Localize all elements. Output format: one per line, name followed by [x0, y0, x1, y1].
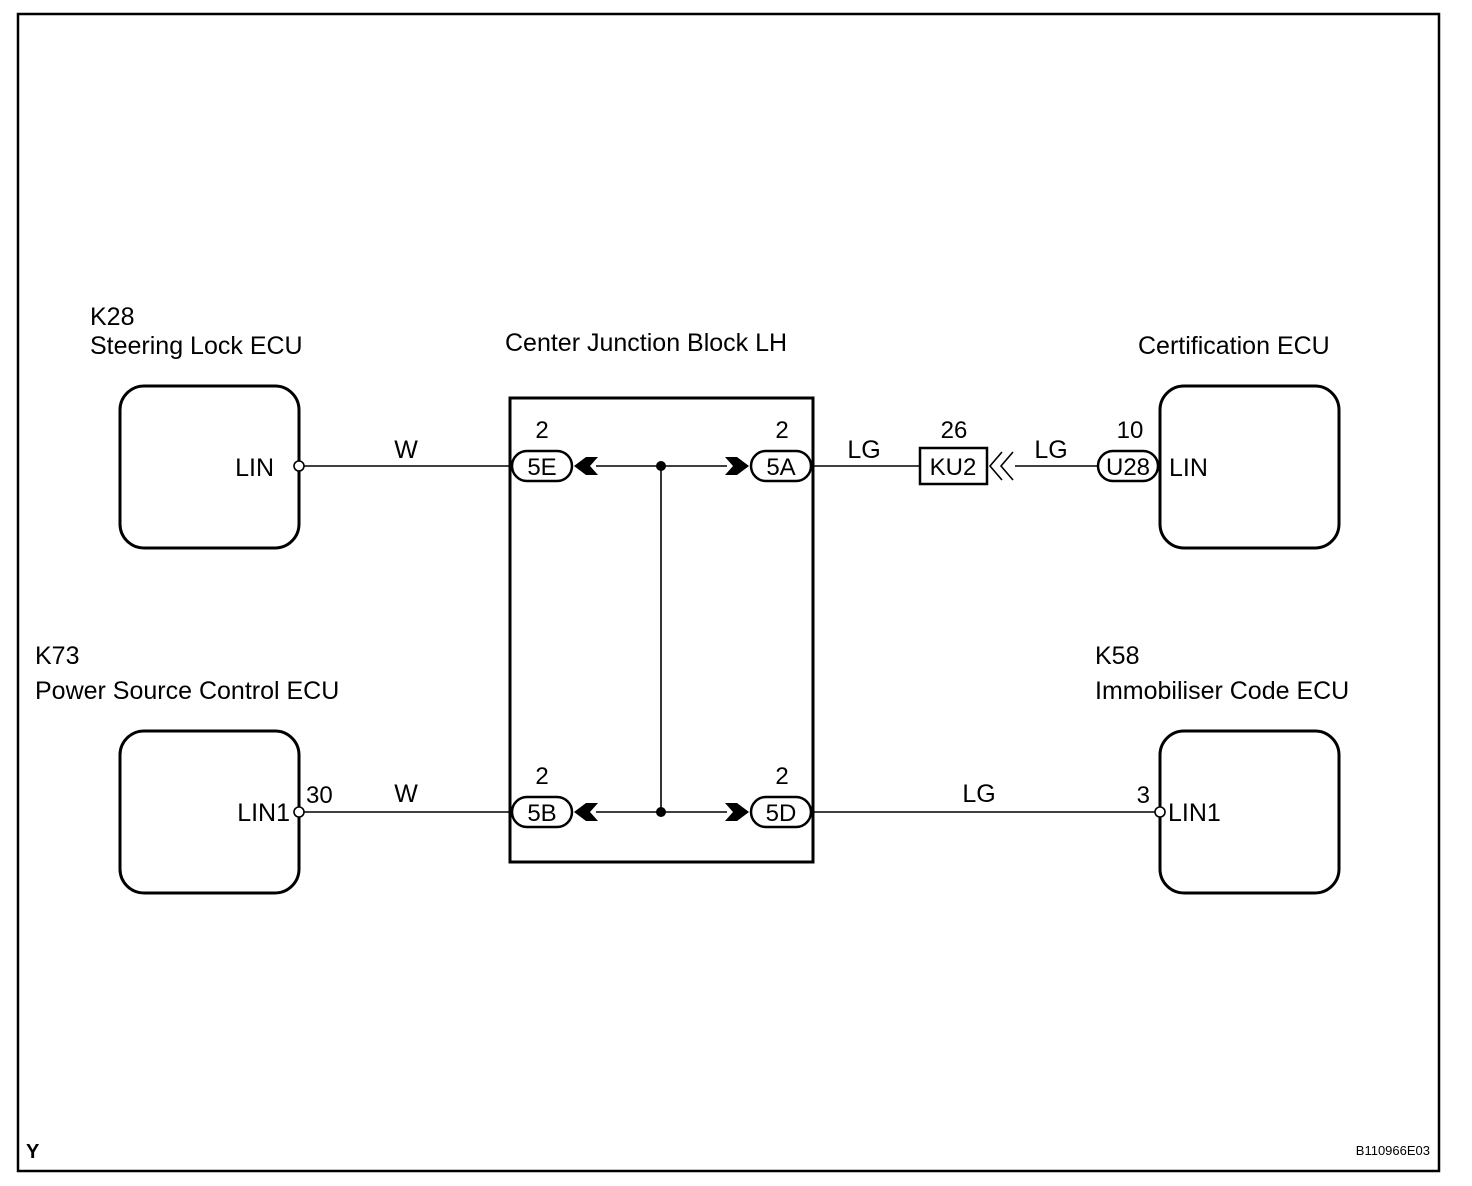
connector-5b-id: 5B: [527, 800, 556, 827]
terminal-power-lin1: [293, 806, 305, 818]
connector-5e-pin: 2: [535, 417, 548, 444]
power-source-code: K73: [35, 642, 79, 670]
steering-lock-name: Steering Lock ECU: [90, 332, 303, 360]
immobiliser-pin-label: LIN1: [1168, 799, 1221, 827]
junction-dot-bottom: [656, 807, 666, 817]
connector-5b-pin: 2: [535, 763, 548, 790]
diagram-frame: [16, 12, 1441, 1173]
certification-name: Certification ECU: [1138, 332, 1330, 360]
terminal-steering-lin: [293, 460, 305, 472]
wire-color-lg-bottom: LG: [962, 780, 995, 808]
corner-mark: Y: [26, 1141, 40, 1163]
junction-dot-top: [656, 461, 666, 471]
connector-ku2-pin: 26: [941, 417, 968, 444]
connector-ku2-chevron-2: [999, 451, 1014, 481]
connector-5d-pin: 2: [775, 763, 788, 790]
wire-color-lg-top-2: LG: [1034, 436, 1067, 464]
connector-5d-arrow: [725, 803, 749, 821]
certification-ecu-box: [1158, 384, 1341, 550]
connector-5b-pill: [510, 795, 574, 829]
wire-color-w-top: W: [394, 436, 418, 464]
junction-block-name: Center Junction Block LH: [505, 329, 787, 357]
connector-ku2-chevron-1: [988, 451, 1003, 481]
connector-ku2-box: [918, 446, 989, 486]
connector-5d-id: 5D: [766, 800, 797, 827]
connector-5e-id: 5E: [527, 454, 556, 481]
connector-u28-id: U28: [1106, 454, 1150, 481]
steering-lock-code: K28: [90, 303, 134, 331]
connector-5e-arrow: [574, 457, 598, 475]
immobiliser-pin-number: 3: [1137, 782, 1150, 809]
wire-color-lg-top-1: LG: [847, 436, 880, 464]
connector-u28-pin: 10: [1117, 417, 1144, 444]
connector-5b-arrow: [574, 803, 598, 821]
steering-lock-pin-label: LIN: [235, 454, 274, 482]
connector-5e-pill: [510, 449, 574, 483]
connector-5a-id: 5A: [766, 454, 795, 481]
connector-u28-pill: [1096, 449, 1160, 483]
wire-color-w-bottom: W: [394, 780, 418, 808]
connector-5a-arrow: [725, 457, 749, 475]
connector-5d-pill: [749, 795, 813, 829]
connector-5a-pin: 2: [775, 417, 788, 444]
power-source-pin-number: 30: [306, 782, 333, 809]
immobiliser-code: K58: [1095, 642, 1139, 670]
connector-ku2-id: KU2: [930, 454, 977, 481]
terminal-immobiliser-lin1: [1154, 806, 1166, 818]
certification-pin-label: LIN: [1169, 454, 1208, 482]
connector-5a-pill: [749, 449, 813, 483]
immobiliser-name: Immobiliser Code ECU: [1095, 677, 1349, 705]
power-source-pin-label: LIN1: [237, 799, 290, 827]
figure-id: B110966E03: [1356, 1143, 1430, 1158]
power-source-name: Power Source Control ECU: [35, 677, 339, 705]
